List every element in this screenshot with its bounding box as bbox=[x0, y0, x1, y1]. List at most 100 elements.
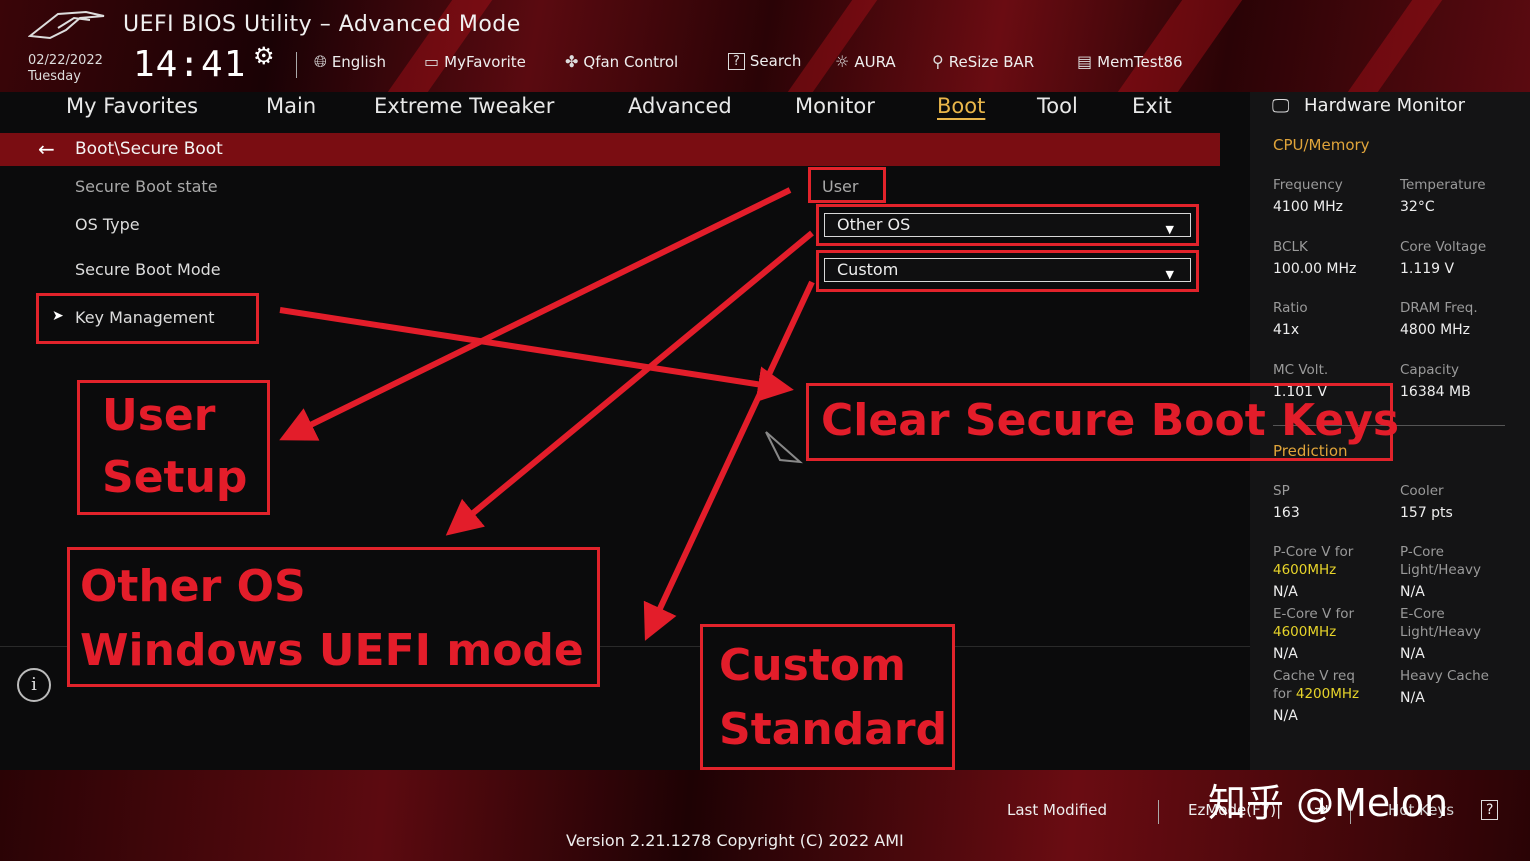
help-divider bbox=[0, 646, 1250, 647]
hw-value: 41x bbox=[1273, 322, 1300, 338]
chevron-down-icon: ▼ bbox=[1165, 223, 1174, 236]
back-arrow-icon[interactable]: ← bbox=[38, 137, 55, 161]
hw-label: Ratio bbox=[1273, 300, 1308, 316]
hw-label: DRAM Freq. bbox=[1400, 300, 1478, 316]
secure-boot-mode-select[interactable]: Custom ▼ bbox=[824, 258, 1191, 282]
favorite-icon: ▭ bbox=[424, 52, 440, 71]
exit-arrow-icon: ⇥ bbox=[1314, 799, 1329, 819]
gear-icon[interactable]: ⚙ bbox=[253, 42, 275, 70]
window-title: UEFI BIOS Utility – Advanced Mode bbox=[123, 12, 521, 37]
watermark-text: 知乎 @Melon bbox=[1208, 781, 1449, 825]
hw-value: 32°C bbox=[1400, 199, 1435, 215]
chevron-down-icon: ▼ bbox=[1165, 268, 1174, 281]
hw-label: Frequency bbox=[1273, 177, 1343, 193]
hw-value: 163 bbox=[1273, 505, 1300, 521]
hw-value: N/A bbox=[1400, 584, 1425, 600]
hw-label: BCLK bbox=[1273, 239, 1308, 255]
annotation-user-setup: User Setup bbox=[77, 380, 270, 515]
header-bar bbox=[0, 0, 1530, 92]
resize-bar-icon: ⚲ bbox=[932, 52, 944, 71]
hw-value: N/A bbox=[1400, 690, 1425, 706]
hot-keys-button[interactable]: Hot Keys bbox=[1388, 801, 1455, 819]
tab-tool[interactable]: Tool bbox=[1037, 94, 1078, 118]
tab-boot[interactable]: Boot bbox=[937, 94, 986, 118]
toolbar-myfavorite[interactable]: ▭ MyFavorite bbox=[424, 52, 526, 71]
hardware-monitor-title: Hardware Monitor bbox=[1304, 95, 1466, 116]
hw-freq: 4600MHz bbox=[1273, 562, 1337, 578]
annotation-box-key-management bbox=[36, 293, 259, 344]
last-modified-button[interactable]: Last Modified bbox=[1007, 801, 1108, 819]
toolbar-search[interactable]: ? Search bbox=[728, 52, 801, 70]
hot-keys-icon[interactable]: ? bbox=[1481, 800, 1499, 820]
annotation-other-os: Other OS Windows UEFI mode bbox=[67, 547, 600, 687]
secure-boot-mode-label: Secure Boot Mode bbox=[75, 260, 221, 279]
annotation-clear-keys: Clear Secure Boot Keys bbox=[806, 383, 1399, 461]
hw-value: 157 pts bbox=[1400, 505, 1453, 521]
toolbar-aura[interactable]: ☼ AURA bbox=[835, 52, 896, 71]
toolbar-english[interactable]: 🌐︎ English bbox=[314, 52, 386, 71]
hw-label: Capacity bbox=[1400, 362, 1459, 378]
tab-advanced[interactable]: Advanced bbox=[628, 94, 732, 118]
hw-label: Temperature bbox=[1400, 177, 1486, 193]
footer-bar bbox=[0, 770, 1530, 861]
breadcrumb[interactable]: ← Boot\Secure Boot bbox=[0, 133, 1220, 166]
clock-text: 14:41 bbox=[133, 44, 247, 85]
ezmode-button[interactable]: EzMode(F7)| bbox=[1188, 801, 1282, 819]
tab-monitor[interactable]: Monitor bbox=[795, 94, 875, 118]
main-nav bbox=[0, 92, 1250, 130]
rog-logo-icon bbox=[28, 10, 105, 40]
info-icon: i bbox=[17, 668, 51, 702]
tab-extreme-tweaker[interactable]: Extreme Tweaker bbox=[374, 94, 555, 118]
toolbar-qfan-control[interactable]: ✤ Qfan Control bbox=[565, 52, 679, 71]
hw-value: 1.119 V bbox=[1400, 261, 1455, 277]
hw-label: MC Volt. bbox=[1273, 362, 1329, 378]
prediction-title: Prediction bbox=[1273, 442, 1348, 460]
key-management-item[interactable]: Key Management bbox=[75, 308, 215, 327]
cpu-memory-title: CPU/Memory bbox=[1273, 136, 1370, 154]
hw-value: 16384 MB bbox=[1400, 384, 1471, 400]
mouse-cursor-icon bbox=[765, 431, 803, 464]
hw-label: Cooler bbox=[1400, 483, 1444, 499]
hw-label: Cache V req bbox=[1273, 668, 1355, 684]
annotation-box-user bbox=[808, 167, 886, 203]
hw-label: Heavy Cache bbox=[1400, 668, 1489, 684]
annotation-box-os-type bbox=[816, 204, 1199, 246]
date-text: 02/22/2022 bbox=[28, 53, 103, 68]
header-divider bbox=[296, 52, 297, 78]
hw-value: N/A bbox=[1273, 708, 1298, 724]
toolbar-resize-bar[interactable]: ⚲ ReSize BAR bbox=[932, 52, 1035, 71]
toolbar-memtest86[interactable]: ▤ MemTest86 bbox=[1077, 52, 1183, 71]
submenu-arrow-icon: ➤ bbox=[52, 308, 64, 324]
hw-value: 4800 MHz bbox=[1400, 322, 1471, 338]
hw-label: Core Voltage bbox=[1400, 239, 1487, 255]
os-type-label: OS Type bbox=[75, 215, 140, 234]
tab-exit[interactable]: Exit bbox=[1132, 94, 1172, 118]
search-icon: ? bbox=[728, 52, 745, 70]
day-text: Tuesday bbox=[28, 69, 81, 84]
tab-main[interactable]: Main bbox=[266, 94, 317, 118]
hw-label: for 4200MHz bbox=[1273, 686, 1360, 702]
memtest-icon: ▤ bbox=[1077, 52, 1093, 71]
hw-label: Light/Heavy bbox=[1400, 562, 1481, 578]
secure-boot-state-value: User bbox=[822, 177, 859, 196]
tab-my-favorites[interactable]: My Favorites bbox=[66, 94, 199, 118]
hw-value: 1.101 V bbox=[1273, 384, 1328, 400]
hw-label: SP bbox=[1273, 483, 1290, 499]
hw-divider bbox=[1273, 425, 1505, 426]
annotation-box-secure-boot-mode bbox=[816, 250, 1199, 292]
hw-label: P-Core bbox=[1400, 544, 1444, 560]
hw-value: N/A bbox=[1400, 646, 1425, 662]
aura-icon: ☼ bbox=[835, 52, 850, 71]
footer-divider bbox=[1350, 800, 1351, 824]
annotation-custom-standard: Custom Standard bbox=[700, 624, 955, 770]
hw-label: Light/Heavy bbox=[1400, 624, 1481, 640]
secure-boot-state-label: Secure Boot state bbox=[75, 177, 218, 196]
fan-icon: ✤ bbox=[565, 52, 579, 71]
globe-icon: 🌐︎ bbox=[314, 52, 327, 71]
hw-label: E-Core bbox=[1400, 606, 1445, 622]
footer-divider bbox=[1158, 800, 1159, 824]
os-type-select[interactable]: Other OS ▼ bbox=[824, 213, 1191, 237]
hw-label: P-Core V for bbox=[1273, 544, 1354, 560]
hw-label: E-Core V for bbox=[1273, 606, 1355, 622]
